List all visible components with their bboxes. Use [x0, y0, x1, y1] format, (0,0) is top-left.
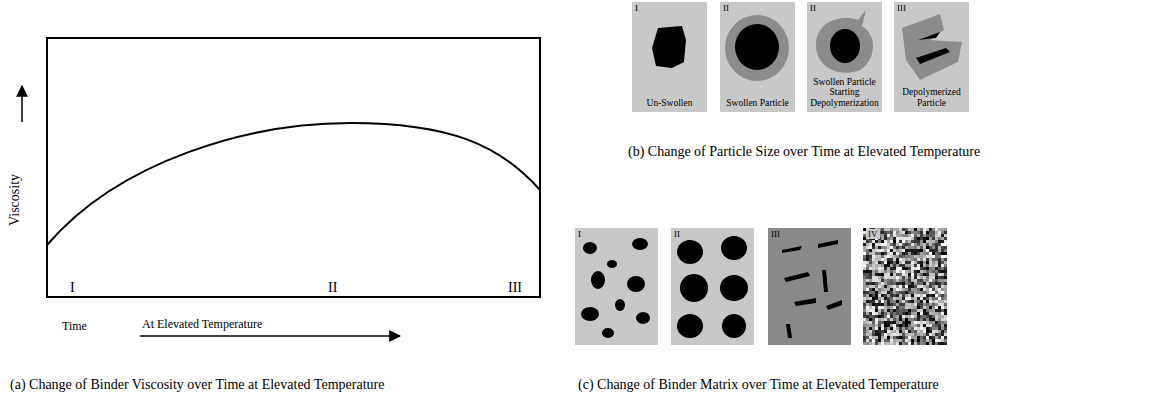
axis-arrow	[21, 86, 23, 122]
panel-number: II	[674, 229, 680, 239]
chart-frame	[47, 38, 540, 297]
panel-description: Swollen Particle	[722, 98, 793, 108]
panel-number: III	[897, 3, 906, 13]
panel-number: III	[771, 229, 780, 239]
caption: (a) Change of Binder Viscosity over Time…	[10, 377, 384, 393]
matrix-panels	[575, 228, 947, 345]
stage-label: I	[70, 280, 75, 296]
stage-label: II	[328, 280, 337, 296]
matrix-box: III	[768, 228, 851, 345]
axis-label: At Elevated Temperature	[142, 317, 262, 332]
particle-box: II Swollen Particle Starting Depolymeriza…	[807, 2, 882, 112]
panel-number: IV	[866, 229, 880, 239]
caption: (b) Change of Particle Size over Time at…	[628, 144, 980, 160]
particle-panels	[632, 2, 969, 112]
time-arrow	[140, 335, 400, 337]
panel-description: Un-Swollen	[634, 98, 705, 108]
particle-box: II Swollen Particle	[720, 2, 795, 112]
panel-description: Swollen Particle Starting Depolymerizati…	[809, 77, 880, 108]
particle-box: III Depolymerized Particle	[894, 2, 969, 112]
panel-number: I	[635, 3, 638, 13]
panel-description: Depolymerized Particle	[896, 87, 967, 108]
panel-number: II	[723, 3, 729, 13]
matrix-box: I	[575, 228, 658, 345]
matrix-box: IV	[863, 228, 946, 345]
axis-title: Viscosity	[7, 174, 23, 226]
panel-number: II	[810, 3, 816, 13]
matrix-box: II	[671, 228, 754, 345]
viscosity-curve	[47, 123, 540, 245]
caption: (c) Change of Binder Matrix over Time at…	[578, 377, 939, 393]
stage-label: III	[508, 280, 522, 296]
axis-label: Time	[62, 319, 87, 334]
panel-number: I	[578, 229, 581, 239]
particle-box: I Un-Swollen	[632, 2, 707, 112]
